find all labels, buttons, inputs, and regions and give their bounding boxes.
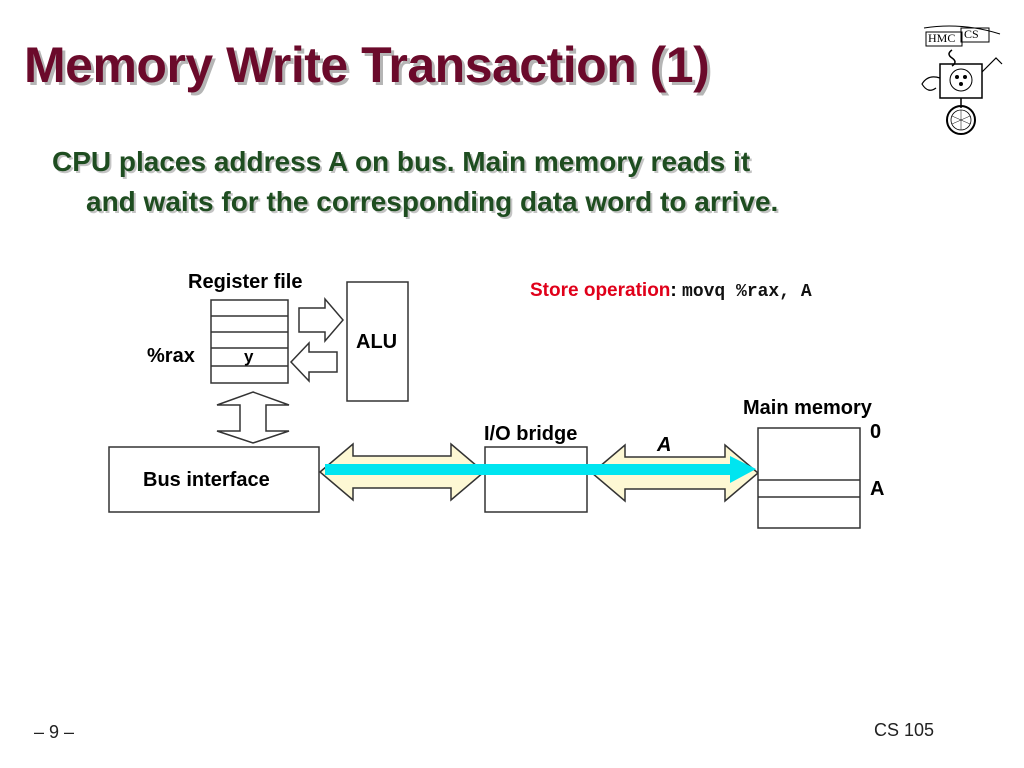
alu-label: ALU bbox=[356, 331, 398, 353]
page-number: – 9 – bbox=[34, 722, 75, 742]
memory-address-a: A bbox=[870, 478, 885, 500]
slide-title: Memory Write Transaction (1) bbox=[24, 37, 710, 93]
main-memory-label: Main memory bbox=[743, 397, 872, 419]
arrow-alu-to-register bbox=[289, 341, 338, 383]
address-flow-arrow bbox=[325, 456, 756, 483]
course-label: CS 105 bbox=[874, 720, 935, 740]
arrow-register-bus-interface bbox=[216, 391, 290, 444]
store-operation-colon: : bbox=[670, 280, 677, 301]
store-instruction: movq %rax, A bbox=[682, 282, 812, 302]
store-operation: Store operation: movq %rax, A bbox=[530, 280, 812, 302]
register-file bbox=[210, 299, 289, 384]
arrow-register-to-alu bbox=[298, 296, 344, 344]
store-operation-label: Store operation bbox=[530, 280, 671, 301]
hmc-cs-logo: HMC CS bbox=[921, 25, 1003, 135]
bus-interface-box bbox=[108, 446, 320, 513]
memory-address-0: 0 bbox=[870, 421, 882, 443]
main-memory-box bbox=[757, 427, 861, 529]
io-bridge-label: I/O bridge bbox=[484, 423, 578, 445]
io-bridge-box bbox=[484, 446, 588, 513]
logo-text: HMC bbox=[928, 31, 955, 45]
slide-subtitle: CPU places address A on bus. Main memory… bbox=[52, 142, 952, 222]
bus-address-label: A bbox=[657, 434, 672, 456]
rax-value: y bbox=[244, 347, 254, 366]
subtitle-line-1: CPU places address A on bus. Main memory… bbox=[52, 146, 751, 177]
svg-text:CS: CS bbox=[964, 27, 979, 41]
rax-label: %rax bbox=[147, 345, 195, 367]
register-file-label: Register file bbox=[188, 271, 303, 293]
alu-box bbox=[346, 281, 409, 402]
subtitle-line-2: and waits for the corresponding data wor… bbox=[86, 186, 779, 217]
bus-interface-label: Bus interface bbox=[143, 469, 270, 491]
